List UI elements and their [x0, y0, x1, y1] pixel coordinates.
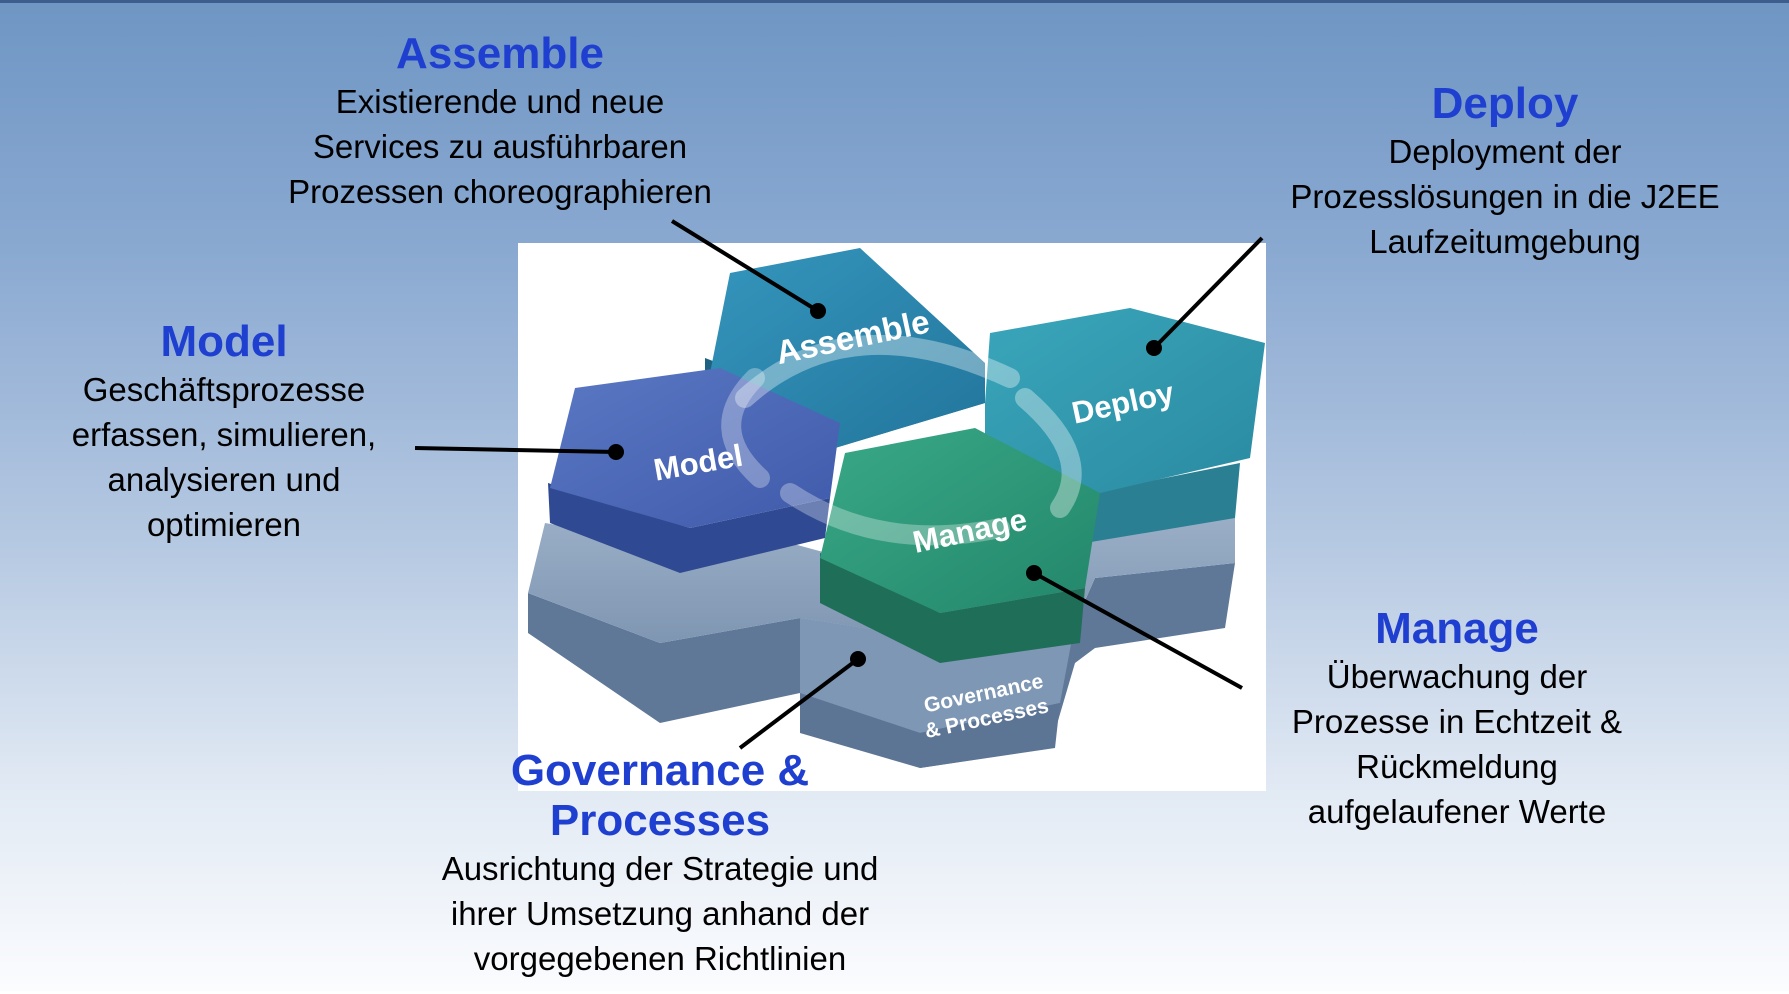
- connector-deploy: [1146, 236, 1264, 356]
- manage-title: Manage: [1375, 604, 1539, 653]
- manage-block: Manage Überwachung der Prozesse in Echtz…: [1240, 604, 1674, 834]
- model-line-4: optimieren: [146, 506, 302, 543]
- connector-governance: [738, 651, 866, 750]
- assemble-line-1: Existierende und neue: [335, 83, 665, 120]
- lifecycle-diagram: Assemble Deploy Model Manage Governance …: [414, 219, 1265, 768]
- deploy-line-3: Laufzeitumgebung: [1369, 223, 1641, 260]
- manage-line-2: Prozesse in Echtzeit &: [1291, 703, 1623, 740]
- model-line-2: erfassen, simulieren,: [71, 416, 377, 453]
- manage-line-1: Überwachung der: [1326, 658, 1588, 695]
- cycle-arrow-top: [735, 334, 1020, 408]
- assemble-block: Assemble Existierende und neue Services …: [240, 29, 760, 214]
- governance-line-2: ihrer Umsetzung anhand der: [450, 895, 870, 932]
- manage-hex-side: [820, 553, 1085, 663]
- assemble-line-3: Prozessen choreographieren: [288, 173, 712, 210]
- cycle-arrow-right: [1015, 388, 1082, 518]
- model-block: Model Geschäftsprozesse erfassen, simuli…: [28, 317, 420, 547]
- governance-title-line-1: Governance &: [510, 746, 810, 795]
- assemble-line-2: Services zu ausführbaren: [312, 128, 688, 165]
- model-line-1: Geschäftsprozesse: [82, 371, 366, 408]
- governance-line-3: vorgegebenen Richtlinien: [473, 940, 847, 977]
- deploy-hex: [985, 308, 1265, 493]
- connector-manage: [1026, 565, 1243, 690]
- governance-title-line-2: Processes: [549, 796, 771, 845]
- model-line-3: analysieren und: [107, 461, 341, 498]
- model-hex: [550, 368, 840, 528]
- governance-hex-front: [800, 693, 1060, 768]
- model-title: Model: [160, 317, 288, 366]
- connector-assemble: [670, 219, 826, 319]
- cycle-arrow-bottom: [780, 483, 1010, 546]
- assemble-title: Assemble: [396, 29, 604, 78]
- manage-line-4: aufgelaufener Werte: [1307, 793, 1607, 830]
- manage-line-3: Rückmeldung: [1356, 748, 1558, 785]
- governance-block: Governance & Processes Ausrichtung der S…: [380, 746, 940, 981]
- deploy-line-2: Prozesslösungen in die J2EE: [1290, 178, 1720, 215]
- deploy-line-1: Deployment der: [1388, 133, 1622, 170]
- deploy-block: Deploy Deployment der Prozesslösungen in…: [1240, 79, 1770, 264]
- connector-model: [414, 444, 624, 460]
- cycle-arrow-left: [721, 368, 770, 488]
- deploy-title: Deploy: [1431, 79, 1579, 128]
- governance-line-1: Ausrichtung der Strategie und: [441, 850, 879, 887]
